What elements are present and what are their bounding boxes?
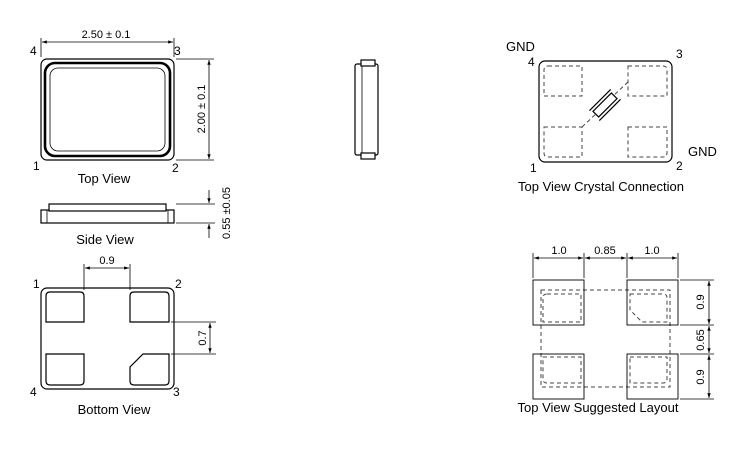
side-view: 0.55 ±0.05 Side View xyxy=(40,187,233,247)
side-view-title: Side View xyxy=(76,232,134,247)
top-view: 2.50 ± 0.1 2.00 ± 0.1 1 2 3 4 Top View xyxy=(30,29,214,186)
top-view-pin-1: 1 xyxy=(33,159,40,173)
bottom-view-pad-3 xyxy=(129,353,170,386)
top-view-title: Top View xyxy=(78,171,131,186)
end-view-body xyxy=(354,63,379,156)
suggested-layout-land-top-left xyxy=(532,279,585,326)
suggested-layout-dim-bottom-height: 0.9 xyxy=(695,369,707,384)
top-view-package-outline xyxy=(40,58,175,161)
suggested-layout-dim-gap-height: 0.65 xyxy=(695,329,707,350)
end-view-bottom-terminal xyxy=(360,152,376,160)
crystal-connection-gnd-top: GND xyxy=(506,39,535,54)
top-view-width-dim: 2.50 ± 0.1 xyxy=(82,29,131,41)
bottom-view-pin-3: 3 xyxy=(173,385,180,399)
suggested-layout-pad-top-right xyxy=(629,293,668,323)
crystal-connection-view: GND GND 4 3 1 2 Top View Crystal Connect… xyxy=(506,39,717,194)
crystal-connection-pin-1: 1 xyxy=(530,161,537,175)
bottom-view-pin-2: 2 xyxy=(175,277,182,291)
top-view-pin-2: 2 xyxy=(172,161,179,175)
suggested-layout-dim-top-height: 0.9 xyxy=(695,294,707,309)
bottom-view: 0.9 0.7 1 2 3 4 Bottom View xyxy=(30,255,216,417)
end-view xyxy=(354,59,379,160)
suggested-layout-dim-right-width: 1.0 xyxy=(644,245,659,257)
suggested-layout-package-outline xyxy=(540,289,671,388)
suggested-layout-dim-gap-width: 0.85 xyxy=(594,245,615,257)
crystal-connection-title: Top View Crystal Connection xyxy=(518,179,684,194)
bottom-view-title: Bottom View xyxy=(78,402,151,417)
top-view-height-dim: 2.00 ± 0.1 xyxy=(196,85,208,134)
suggested-layout-land-bottom-right xyxy=(626,353,679,400)
crystal-connection-pin-4: 4 xyxy=(528,55,535,69)
top-view-pin-4: 4 xyxy=(30,44,37,58)
crystal-connection-pad-1 xyxy=(543,126,583,158)
end-view-top-terminal xyxy=(360,59,376,67)
suggested-layout-pad-top-left xyxy=(542,293,582,323)
crystal-connection-pin-3: 3 xyxy=(676,47,683,61)
crystal-connection-pin-2: 2 xyxy=(676,159,683,173)
bottom-view-pin-4: 4 xyxy=(30,385,37,399)
crystal-plate-lower xyxy=(589,89,612,112)
suggested-layout-land-bottom-left xyxy=(532,353,585,400)
suggested-layout-land-top-right xyxy=(626,279,679,326)
side-view-base xyxy=(40,209,175,224)
crystal-lead-lower xyxy=(581,111,599,128)
bottom-view-spacing-dim: 0.7 xyxy=(197,330,209,345)
top-view-lid-inner xyxy=(49,67,166,152)
side-view-lid xyxy=(48,203,167,212)
bottom-view-pin-1: 1 xyxy=(33,277,40,291)
crystal-connection-pad-4 xyxy=(543,65,583,97)
crystal-lead-upper xyxy=(611,81,629,98)
suggested-layout-pad-bottom-right xyxy=(629,356,668,384)
bottom-view-gap-dim: 0.9 xyxy=(99,255,114,267)
bottom-view-pad-4 xyxy=(45,353,85,386)
crystal-connection-pad-3 xyxy=(627,65,668,97)
suggested-layout-title: Top View Suggested Layout xyxy=(518,400,679,415)
crystal-connection-gnd-bottom: GND xyxy=(688,144,717,159)
suggested-layout-view: 1.0 0.85 1.0 0.9 0.65 0.9 Top View Sugge… xyxy=(518,245,714,415)
bottom-view-pad-2 xyxy=(129,291,170,323)
top-view-pin-3: 3 xyxy=(174,44,181,58)
crystal-connection-pad-2 xyxy=(627,126,668,158)
suggested-layout-dim-left-width: 1.0 xyxy=(551,245,566,257)
suggested-layout-pad-bottom-left xyxy=(542,356,582,384)
top-view-lid xyxy=(43,61,172,158)
bottom-view-pad-1 xyxy=(45,291,85,323)
crystal-element xyxy=(592,92,618,118)
side-view-thickness-dim: 0.55 ±0.05 xyxy=(221,187,233,239)
crystal-connection-package-outline xyxy=(538,60,673,163)
crystal-plate-upper xyxy=(598,98,621,121)
